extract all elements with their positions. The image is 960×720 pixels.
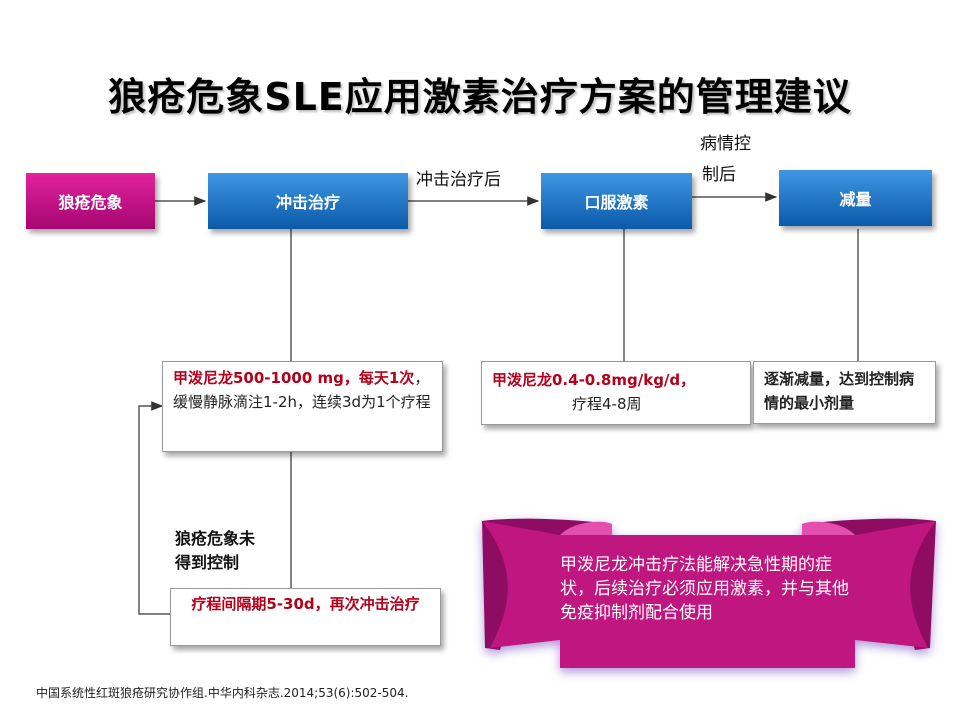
callout-text: 甲泼尼龙冲击疗法能解决急性期的症状，后续治疗必须应用激素，并与其他免疫抑制剂配合… bbox=[560, 555, 849, 623]
oral-dosage-note: 甲泼尼龙0.4-0.8mg/kg/d， 疗程4-8周 bbox=[481, 361, 751, 425]
uncontrolled-label-1: 狼疮危象未 bbox=[175, 529, 256, 548]
oral-dosage-highlight: 甲泼尼龙0.4-0.8mg/kg/d， bbox=[492, 371, 696, 389]
crisis-box: 狼疮危象 bbox=[26, 173, 155, 229]
oral-dosage-duration: 疗程4-8周 bbox=[572, 395, 642, 413]
repeat-pulse-note: 疗程间隔期5-30d，再次冲击治疗 bbox=[170, 588, 441, 646]
arrow-repeat-loop bbox=[138, 401, 170, 615]
pulse-dosage-detail: ，缓慢静脉滴注1-2h，连续3d为1个疗程 bbox=[173, 369, 431, 411]
taper-box: 减量 bbox=[779, 170, 932, 226]
after-control-label-2: 制后 bbox=[702, 165, 736, 185]
taper-label: 减量 bbox=[839, 190, 872, 209]
taper-note: 逐渐减量，达到控制病情的最小剂量 bbox=[753, 361, 936, 424]
reference-citation: 中国系统性红斑狼疮研究协作组.中华内科杂志.2014;53(6):502-504… bbox=[36, 686, 409, 700]
slide-title: 狼疮危象SLE应用激素治疗方案的管理建议 bbox=[108, 75, 852, 119]
pulse-dosage-highlight: 甲泼尼龙500-1000 mg，每天1次 bbox=[173, 369, 415, 387]
oral-steroid-label: 口服激素 bbox=[584, 193, 649, 212]
crisis-box-label: 狼疮危象 bbox=[58, 193, 123, 212]
oral-steroid-box: 口服激素 bbox=[541, 173, 692, 229]
pulse-therapy-box: 冲击治疗 bbox=[208, 173, 408, 229]
pulse-therapy-label: 冲击治疗 bbox=[275, 193, 340, 212]
callout-banner bbox=[482, 518, 936, 668]
pulse-dosage-note: 甲泼尼龙500-1000 mg，每天1次，缓慢静脉滴注1-2h，连续3d为1个疗… bbox=[162, 361, 443, 452]
after-control-label-1: 病情控 bbox=[700, 134, 751, 154]
after-pulse-label: 冲击治疗后 bbox=[416, 170, 501, 190]
uncontrolled-label-2: 得到控制 bbox=[175, 553, 240, 572]
